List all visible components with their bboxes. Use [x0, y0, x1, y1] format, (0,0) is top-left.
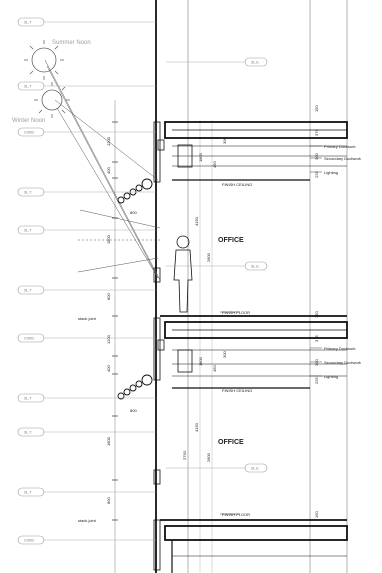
svg-text:300: 300 — [222, 351, 227, 358]
primary-ductwork-label-upper: Primary Ductwork — [324, 144, 356, 149]
finish-floor-label-upper: FINISH FLOOR — [222, 310, 250, 315]
dimension-texts-interior: 4150 2800 4150 2750 2800 1800 450 300 30… — [182, 137, 227, 462]
louvre-circles-upper — [117, 178, 153, 204]
louvre-circles-lower — [117, 374, 153, 400]
left-level-tag-text: SL.T SL.T CONC SL.T SL.T SL.T CONC SL.T … — [24, 21, 35, 543]
slab-lower — [160, 519, 348, 573]
winter-sun-icon — [34, 82, 70, 118]
finish-ceiling-label-upper: FINISH CEILING — [222, 182, 252, 187]
summer-noon-label: Summer Noon — [52, 40, 91, 46]
right-leader-lines — [166, 61, 245, 469]
structure-lines — [114, 0, 348, 573]
lighting-label-upper: Lighting — [324, 170, 338, 175]
svg-text:CONC: CONC — [24, 337, 35, 341]
svg-text:225: 225 — [314, 171, 319, 178]
sun-ray-lines — [44, 59, 161, 281]
svg-text:450: 450 — [212, 161, 217, 168]
secondary-ductwork-label-upper: Secondary Ductwork — [324, 156, 361, 161]
stack-joint-label-lower: stack joint — [78, 518, 97, 523]
dimension-texts-left: 1200 400 800 1800 800 1200 400 800 1800 … — [106, 136, 137, 504]
svg-text:150: 150 — [314, 105, 319, 112]
svg-text:1800: 1800 — [198, 356, 203, 366]
svg-text:800: 800 — [106, 497, 111, 504]
svg-text:4150: 4150 — [194, 422, 199, 432]
svg-text:300: 300 — [314, 153, 319, 160]
svg-text:4150: 4150 — [194, 216, 199, 226]
svg-text:SL.T: SL.T — [24, 229, 32, 233]
finish-floor-label-lower: FINISH FLOOR — [222, 512, 250, 517]
summer-sun-icon — [24, 40, 64, 80]
svg-text:SL.T: SL.T — [24, 21, 32, 25]
svg-text:SL.T: SL.T — [24, 85, 32, 89]
floor-labels: FINISH FLOOR FINISH FLOOR stack joint st… — [78, 310, 250, 523]
svg-text:1200: 1200 — [106, 334, 111, 344]
left-level-tags — [17, 17, 45, 545]
dimension-texts-right: 150 375 300 225 150 375 300 225 150 — [314, 105, 319, 518]
primary-ductwork-label-lower: Primary Ductwork — [324, 346, 356, 351]
svg-text:SL.T: SL.T — [24, 491, 32, 495]
svg-text:SL.E: SL.E — [251, 61, 259, 65]
upper-ceiling-labels: Primary Ductwork Secondary Ductwork Ligh… — [222, 144, 361, 187]
dimension-ticks-left — [112, 121, 118, 521]
svg-text:1800: 1800 — [106, 436, 111, 446]
lighting-label-lower: Lighting — [324, 374, 338, 379]
secondary-ductwork-label-lower: Secondary Ductwork — [324, 360, 361, 365]
svg-text:2750: 2750 — [182, 450, 187, 460]
svg-text:SL.T: SL.T — [24, 397, 32, 401]
office-lower-label: OFFICE — [218, 439, 244, 446]
svg-text:SL.T: SL.T — [24, 191, 32, 195]
right-level-tags — [244, 57, 268, 473]
svg-text:CONC: CONC — [24, 131, 35, 135]
human-figure — [173, 235, 193, 313]
svg-text:2800: 2800 — [206, 452, 211, 462]
svg-text:SL.E: SL.E — [251, 467, 259, 471]
svg-text:375: 375 — [314, 335, 319, 342]
stack-joint-label-upper: stack joint — [78, 316, 97, 321]
svg-text:800: 800 — [106, 293, 111, 300]
svg-text:800: 800 — [130, 408, 137, 413]
svg-text:400: 400 — [106, 167, 111, 174]
left-leader-lines — [44, 21, 156, 541]
svg-text:1200: 1200 — [106, 136, 111, 146]
svg-text:375: 375 — [314, 129, 319, 136]
svg-text:SL.E: SL.E — [251, 265, 259, 269]
svg-text:150: 150 — [314, 311, 319, 318]
facade-mullions — [153, 121, 165, 571]
slab-upper — [164, 121, 348, 181]
winter-noon-label: Winter Noon — [12, 118, 45, 124]
svg-text:SL.T: SL.T — [24, 289, 32, 293]
slab-middle — [160, 315, 348, 389]
svg-text:450: 450 — [212, 365, 217, 372]
svg-text:2800: 2800 — [206, 252, 211, 262]
svg-text:300: 300 — [314, 359, 319, 366]
svg-text:1800: 1800 — [106, 234, 111, 244]
svg-text:225: 225 — [314, 377, 319, 384]
svg-text:300: 300 — [222, 137, 227, 144]
svg-text:150: 150 — [314, 511, 319, 518]
office-upper-label: OFFICE — [218, 237, 244, 244]
svg-text:400: 400 — [106, 365, 111, 372]
svg-text:1800: 1800 — [198, 152, 203, 162]
svg-text:SL.T: SL.T — [24, 431, 32, 435]
finish-ceiling-label-lower: FINISH CEILING — [222, 388, 252, 393]
lower-ceiling-labels: Primary Ductwork Secondary Ductwork Ligh… — [222, 346, 361, 393]
svg-text:800: 800 — [130, 210, 137, 215]
svg-text:CONC: CONC — [24, 539, 35, 543]
right-level-tag-text: SL.E SL.E SL.E — [251, 61, 259, 471]
